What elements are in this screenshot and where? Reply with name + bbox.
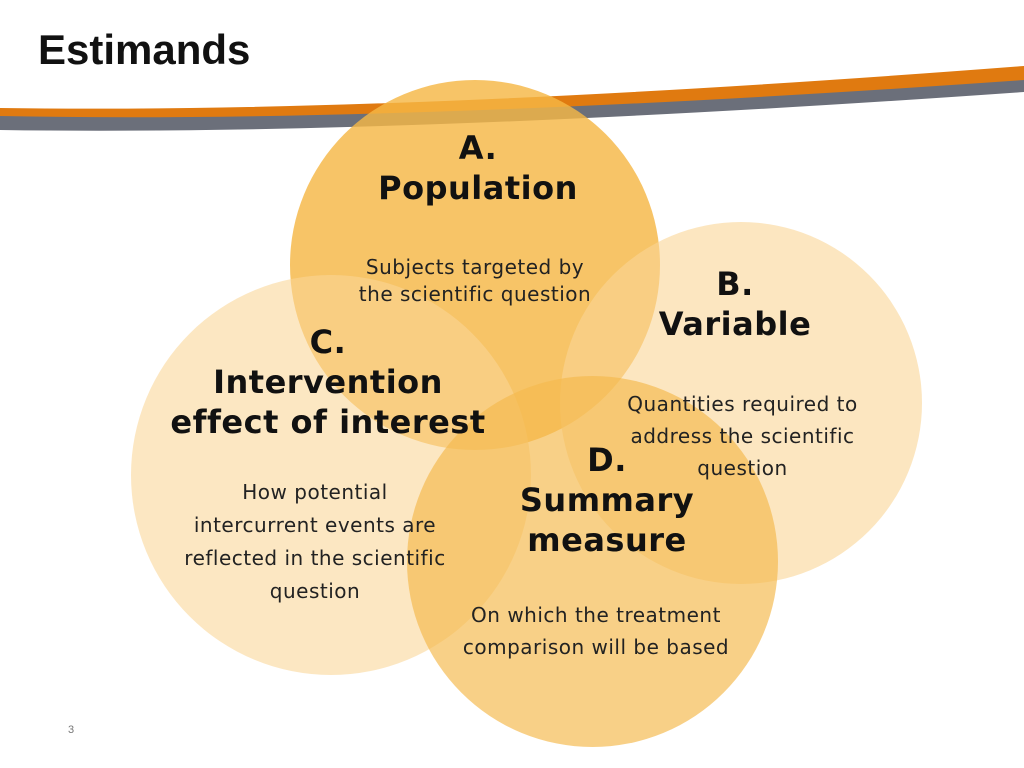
summary-measure-title-line1: Summary: [519, 481, 695, 519]
summary-measure-label: D. Summary measure: [480, 440, 734, 560]
intervention-effect-title-line2: effect of interest: [170, 403, 486, 441]
summary-measure-circle: [407, 376, 778, 747]
population-label: A. Population: [338, 128, 618, 208]
intervention-effect-description: How potential intercurrent events are re…: [184, 480, 446, 603]
summary-measure-letter: D.: [587, 441, 627, 479]
variable-letter: B.: [716, 265, 754, 303]
slide-title: Estimands: [38, 26, 251, 73]
intervention-effect-title-line1: Intervention: [213, 363, 443, 401]
intervention-effect-label: C. Intervention effect of interest: [150, 322, 506, 442]
swoosh-gray-band: [0, 78, 1024, 131]
population-title: Population: [378, 169, 578, 207]
population-description: Subjects targeted by the scientific ques…: [358, 255, 592, 306]
summary-measure-description: On which the treatment comparison will b…: [462, 603, 730, 659]
intervention-effect-letter: C.: [309, 323, 347, 361]
page-number: 3: [68, 724, 75, 736]
variable-description: Quantities required to address the scien…: [627, 392, 858, 480]
summary-measure-title-line2: measure: [527, 521, 687, 559]
population-letter: A.: [458, 129, 498, 167]
variable-label: B. Variable: [620, 264, 850, 344]
variable-title: Variable: [658, 305, 812, 343]
